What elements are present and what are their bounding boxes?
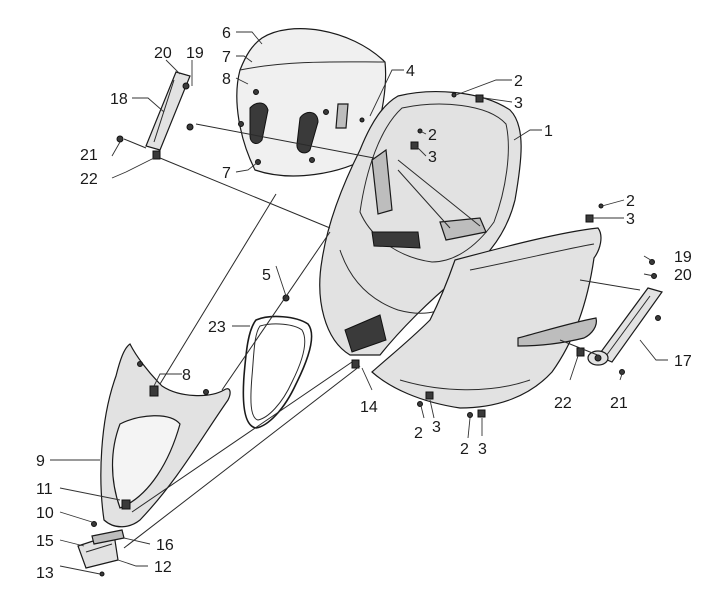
callout-23: 23 xyxy=(208,319,226,336)
callout-20-left: 20 xyxy=(154,45,172,62)
callout-19-left: 19 xyxy=(186,45,204,62)
callout-22-right: 22 xyxy=(554,395,572,412)
callout-16: 16 xyxy=(156,537,174,554)
callout-4: 4 xyxy=(406,63,415,80)
callout-3-top: 3 xyxy=(514,95,523,112)
callout-9: 9 xyxy=(36,453,45,470)
callout-21-right: 21 xyxy=(610,395,628,412)
callout-8-bottom: 8 xyxy=(182,367,191,384)
callout-3-inner: 3 xyxy=(428,149,437,166)
callout-21-left: 21 xyxy=(80,147,98,164)
right-side-fairing xyxy=(371,227,602,409)
lower-front-cover xyxy=(100,343,231,528)
callout-19-right: 19 xyxy=(674,249,692,266)
callout-3-bottom-a: 3 xyxy=(432,419,441,436)
callout-10: 10 xyxy=(36,505,54,522)
callout-2-bottom-a: 2 xyxy=(414,425,423,442)
bottom-reflector-parts xyxy=(77,521,125,577)
callout-1: 1 xyxy=(544,123,553,140)
callout-6: 6 xyxy=(222,25,231,42)
callout-3-bottom-b: 3 xyxy=(478,441,487,458)
left-mirror-bracket xyxy=(116,71,194,160)
callout-11: 11 xyxy=(36,481,53,498)
callout-7-top: 7 xyxy=(222,49,231,66)
callout-12: 12 xyxy=(154,559,172,576)
callout-5: 5 xyxy=(262,267,271,284)
callout-3-right: 3 xyxy=(626,211,635,228)
callout-2-top: 2 xyxy=(514,73,523,90)
callout-2-right: 2 xyxy=(626,193,635,210)
right-mirror-bracket xyxy=(576,273,663,375)
callout-7-bottom: 7 xyxy=(222,165,231,182)
callout-17: 17 xyxy=(674,353,692,370)
callout-2-bottom-b: 2 xyxy=(460,441,469,458)
callout-20-right: 20 xyxy=(674,267,692,284)
callout-13: 13 xyxy=(36,565,54,582)
leader-lines xyxy=(50,31,668,575)
callout-18: 18 xyxy=(110,91,128,108)
callout-8-top: 8 xyxy=(222,71,231,88)
callout-15: 15 xyxy=(36,533,54,550)
callout-2-inner: 2 xyxy=(428,127,437,144)
assembly-lines xyxy=(123,123,641,549)
callout-22-left: 22 xyxy=(80,171,98,188)
fasteners xyxy=(282,92,655,418)
callout-14: 14 xyxy=(360,399,378,416)
callout-labels: 6 7 8 7 4 2 3 2 3 1 2 3 19 20 17 22 21 5… xyxy=(36,25,692,582)
